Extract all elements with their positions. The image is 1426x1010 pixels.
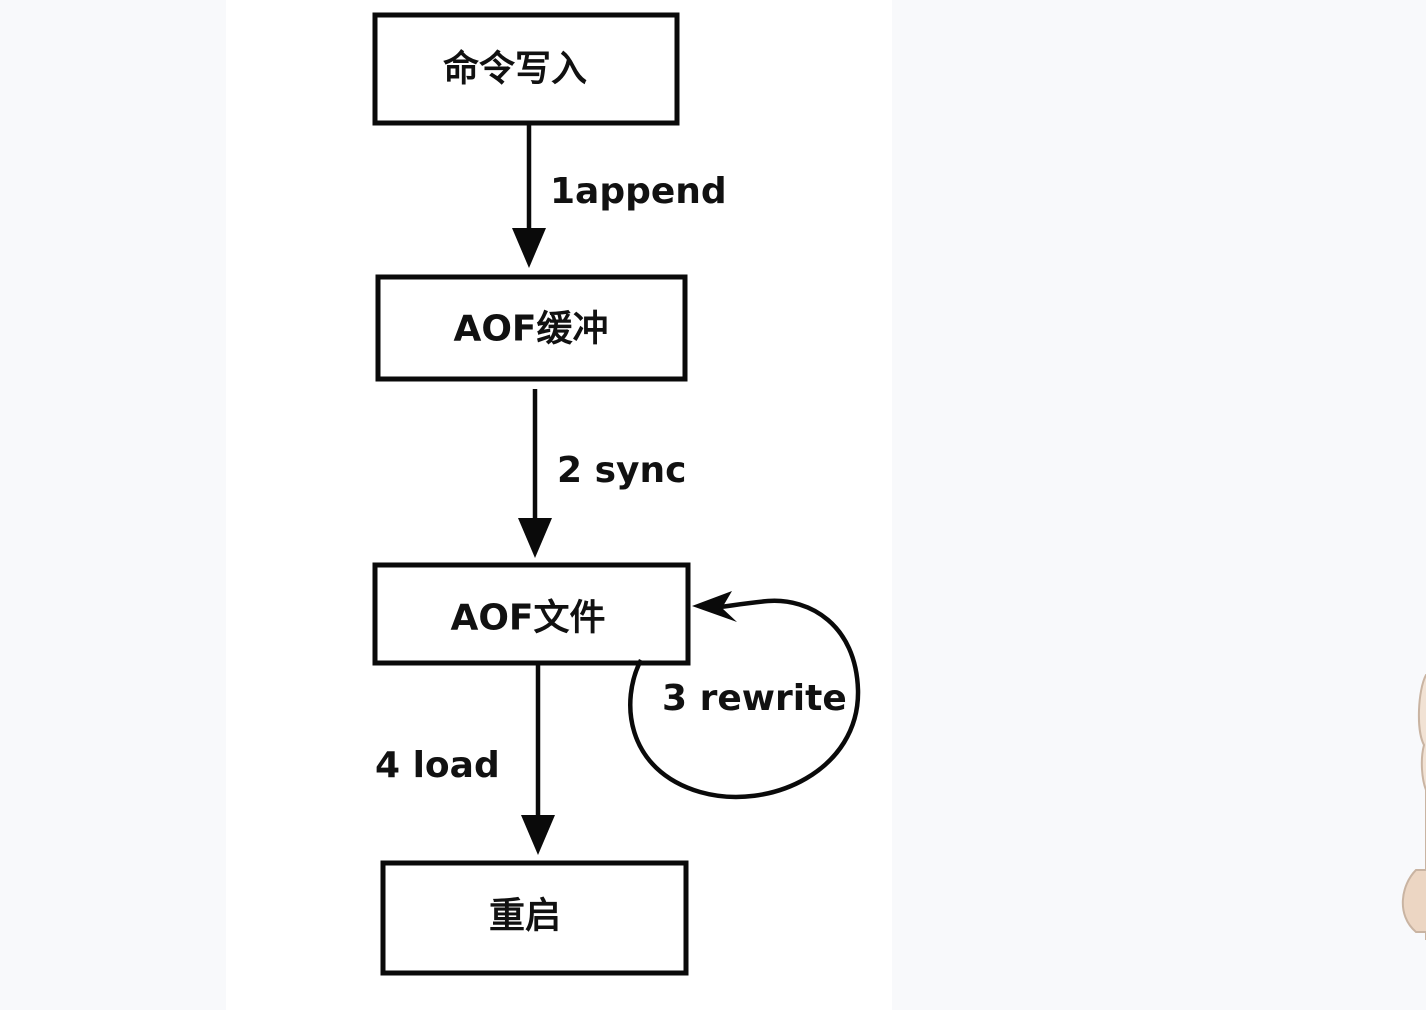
edge-rewrite-label: 3 rewrite bbox=[662, 678, 847, 719]
diagram-panel bbox=[226, 0, 892, 1010]
arrowhead-sync bbox=[518, 518, 552, 558]
edge-append-label: 1append bbox=[550, 171, 727, 212]
edge-append: 1append bbox=[512, 125, 727, 268]
edge-sync-label: 2 sync bbox=[557, 450, 686, 491]
node-aof-file: AOF文件 bbox=[372, 562, 691, 666]
node-aof-buffer-label: AOF缓冲 bbox=[453, 309, 608, 350]
decorative-figurine bbox=[1401, 673, 1426, 940]
edge-rewrite-loop: 3 rewrite bbox=[628, 591, 861, 800]
node-restart: 重启 bbox=[380, 860, 689, 976]
arrowhead-rewrite bbox=[692, 591, 737, 622]
node-restart-label: 重启 bbox=[489, 896, 561, 937]
edge-load: 4 load bbox=[375, 665, 555, 855]
node-aof-buffer: AOF缓冲 bbox=[375, 274, 688, 382]
node-command-write-label: 命令写入 bbox=[443, 48, 587, 90]
node-aof-file-label: AOF文件 bbox=[450, 598, 605, 639]
node-command-write: 命令写入 bbox=[372, 12, 680, 126]
arrowhead-append bbox=[512, 228, 546, 268]
edge-sync: 2 sync bbox=[518, 389, 686, 558]
edge-load-label: 4 load bbox=[375, 745, 500, 786]
arrowhead-load bbox=[521, 815, 555, 855]
